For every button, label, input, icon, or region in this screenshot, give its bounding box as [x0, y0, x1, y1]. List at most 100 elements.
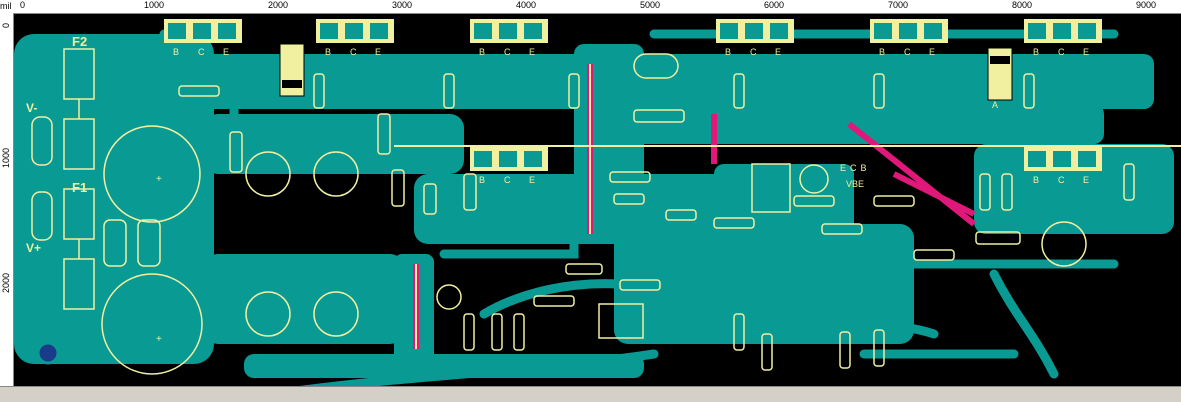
pin-label: C	[350, 47, 357, 57]
pin-label: E	[529, 175, 535, 185]
ruler-left[interactable]: 0 1000 2000	[0, 13, 14, 386]
v-plus-label: V+	[26, 241, 41, 255]
ruler-left-tick: 1000	[1, 148, 11, 169]
ruler-top-tick: 7000	[888, 0, 909, 10]
pin-label: B	[1033, 47, 1039, 57]
big-capacitors[interactable]	[101, 125, 203, 375]
ruler-left-tick: 0	[1, 23, 11, 29]
resistor	[713, 217, 755, 229]
resistor	[665, 209, 697, 221]
resistor	[229, 131, 243, 173]
transistor-headers[interactable]: B C E B C E B C E B C E B C E B C E B C E B C E	[164, 19, 1102, 185]
resistor	[533, 295, 575, 307]
pin-label: E	[929, 47, 935, 57]
ruler-top-tick: 1000	[144, 0, 165, 10]
pcb-layout[interactable]: F2 F1 V- V+ + + B C E B C E B C E B C E B C E B C E B C E B C E…	[14, 14, 1181, 386]
pin-label: B	[479, 175, 485, 185]
ruler-left-tick: 2000	[1, 273, 11, 294]
ruler-top-tick: 6000	[764, 0, 785, 10]
resistor	[513, 313, 525, 351]
resistor	[313, 73, 325, 109]
horizontal-scrollbar[interactable]	[0, 386, 1181, 402]
ruler-top-tick: 5000	[640, 0, 661, 10]
resistor	[463, 173, 477, 211]
resistor	[609, 171, 651, 183]
resistor	[491, 313, 503, 351]
small-components[interactable]	[245, 151, 1087, 339]
pin-label: B	[879, 47, 885, 57]
fuse-f2-label: F2	[72, 34, 87, 49]
pin-label: C	[504, 47, 511, 57]
resistor	[873, 73, 885, 109]
resistor	[619, 279, 661, 291]
resistor	[733, 73, 745, 109]
resistor	[391, 169, 405, 207]
pin-label: C	[904, 47, 911, 57]
resistor	[873, 329, 885, 367]
power-connectors[interactable]	[31, 116, 161, 267]
resistor	[613, 193, 645, 205]
fuse-f1-label: F1	[72, 180, 87, 195]
resistors[interactable]	[178, 73, 1135, 371]
ruler-unit: mil	[0, 0, 14, 13]
pin-label: B	[325, 47, 331, 57]
ruler-top-tick: 0	[20, 0, 26, 10]
resistor	[839, 331, 851, 369]
v-minus-label: V-	[26, 101, 37, 115]
diode-a2-label: A	[992, 100, 998, 110]
pcb-board[interactable]: F2 F1 V- V+ + + B C E B C E B C E B C E B C E B C E B C E B C E…	[14, 14, 1181, 386]
cap-plus-1: +	[156, 174, 162, 185]
ruler-top-tick: 8000	[1012, 0, 1033, 10]
mounting-hole[interactable]	[36, 341, 60, 365]
resistor	[1123, 163, 1135, 201]
ruler-top-tick: 2000	[268, 0, 289, 10]
pin-label: C	[1058, 175, 1065, 185]
pin-label: C	[750, 47, 757, 57]
resistor	[821, 223, 863, 235]
crystal[interactable]	[633, 53, 679, 79]
resistor	[979, 173, 991, 211]
vbe-label: VBE	[846, 179, 864, 189]
pin-label: B	[173, 47, 179, 57]
fuse-f1[interactable]: F1	[63, 180, 95, 310]
pin-label: E	[1083, 47, 1089, 57]
pin-label: E	[223, 47, 229, 57]
ruler-top-tick: 9000	[1136, 0, 1157, 10]
diode-top-left[interactable]: A	[279, 36, 305, 97]
fuse-f2[interactable]: F2	[63, 34, 95, 170]
diode-top-right[interactable]: A	[987, 47, 1013, 110]
cap-plus-2: +	[156, 334, 162, 345]
pin-label: E	[1083, 175, 1089, 185]
pin-label: C	[504, 175, 511, 185]
resistor	[1001, 173, 1013, 211]
pin-label: B	[725, 47, 731, 57]
resistor	[463, 313, 475, 351]
resistor	[423, 183, 437, 215]
resistor	[873, 195, 915, 207]
pin-label: B	[1033, 175, 1039, 185]
resistor	[761, 333, 773, 371]
pin-label: E	[375, 47, 381, 57]
resistor	[1023, 73, 1035, 109]
pin-label: C	[1058, 47, 1065, 57]
pin-label: E	[775, 47, 781, 57]
resistor	[568, 73, 580, 109]
pin-label: C	[198, 47, 205, 57]
ruler-top-tick: 4000	[516, 0, 537, 10]
resistor	[913, 249, 955, 261]
diode-a1-label: A	[285, 36, 291, 46]
resistor	[733, 313, 745, 351]
wire-links	[394, 64, 1181, 349]
pin-label: E	[529, 47, 535, 57]
resistor	[565, 263, 603, 275]
pin-label: B	[479, 47, 485, 57]
resistor	[443, 73, 455, 109]
